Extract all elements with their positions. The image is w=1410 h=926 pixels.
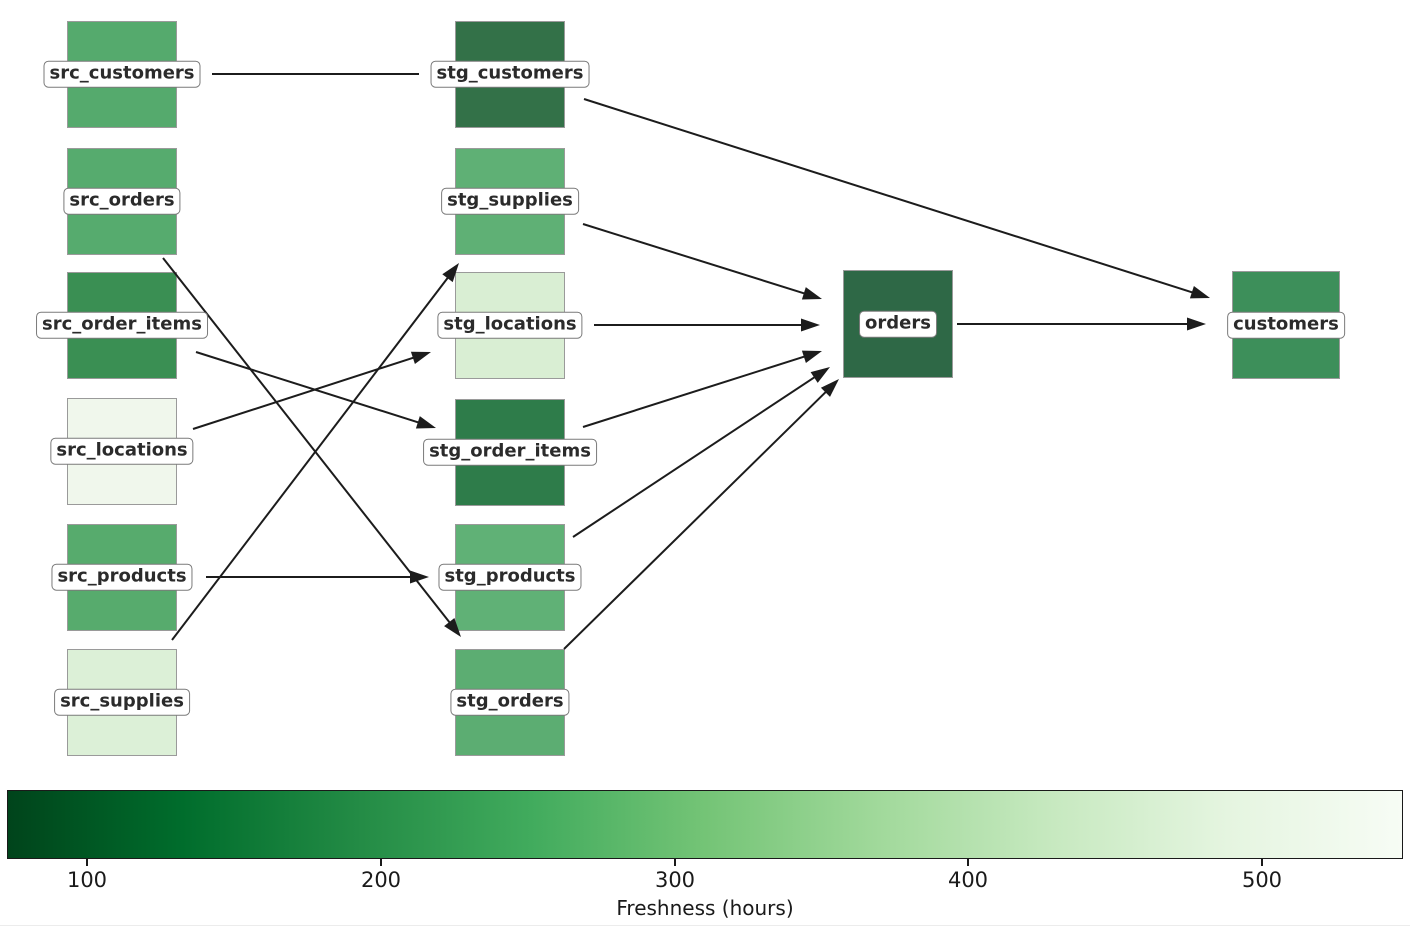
colorbar-tick-label-400: 400 [947, 868, 989, 892]
colorbar-tick-mark-200 [380, 859, 382, 866]
node-label-customers: customers [1227, 311, 1345, 339]
node-label-stg_customers: stg_customers [430, 60, 590, 88]
node-label-stg_order_items: stg_order_items [423, 438, 597, 466]
colorbar-tick-mark-500 [1261, 859, 1263, 866]
colorbar-tick-label-200: 200 [360, 868, 402, 892]
node-label-src_customers: src_customers [43, 60, 201, 88]
node-label-src_products: src_products [51, 563, 193, 591]
node-label-stg_products: stg_products [438, 563, 582, 591]
colorbar-gradient [8, 791, 1402, 858]
node-label-src_locations: src_locations [50, 437, 194, 465]
node-label-src_order_items: src_order_items [36, 311, 208, 339]
colorbar-tick-label-100: 100 [66, 868, 108, 892]
colorbar-tick-mark-300 [674, 859, 676, 866]
colorbar-tick-mark-100 [86, 859, 88, 866]
node-label-src_supplies: src_supplies [54, 688, 190, 716]
node-label-orders: orders [859, 310, 937, 338]
node-label-stg_supplies: stg_supplies [441, 187, 579, 215]
colorbar-tick-label-300: 300 [654, 868, 696, 892]
colorbar-tick-label-500: 500 [1241, 868, 1283, 892]
colorbar-axis-label: Freshness (hours) [616, 896, 794, 920]
colorbar-tick-mark-400 [967, 859, 969, 866]
colorbar [7, 790, 1403, 859]
node-label-stg_locations: stg_locations [437, 311, 583, 339]
node-label-src_orders: src_orders [63, 187, 181, 215]
node-label-stg_orders: stg_orders [450, 688, 570, 716]
